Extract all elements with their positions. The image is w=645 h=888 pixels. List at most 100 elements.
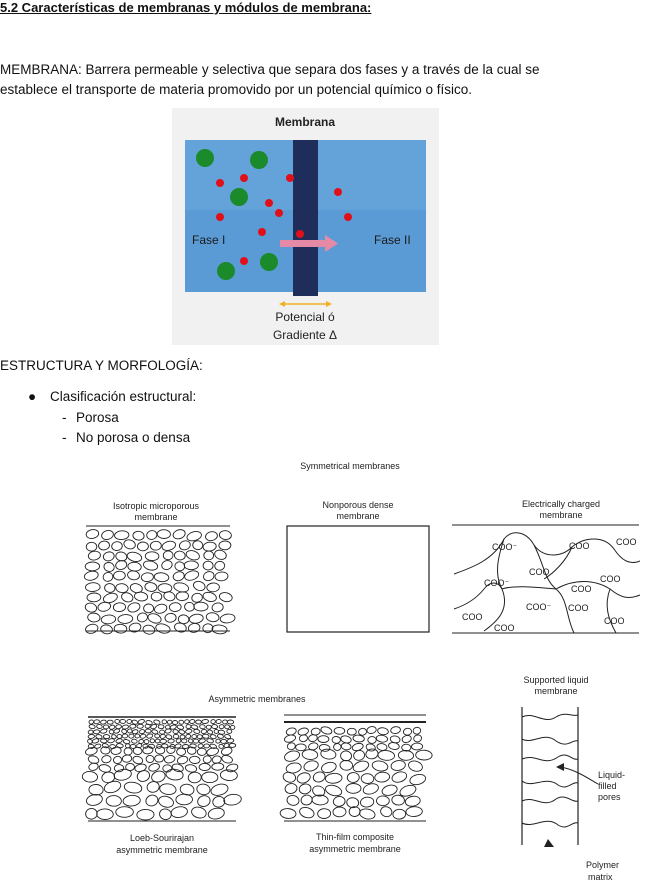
pore [377, 727, 389, 736]
pore [123, 747, 133, 756]
pore [411, 742, 424, 751]
pore [286, 742, 296, 751]
pore [365, 748, 379, 760]
pore [117, 614, 134, 624]
pore [325, 784, 343, 797]
small-particles [216, 174, 352, 265]
pore [159, 783, 177, 796]
membrane-definition: MEMBRANA: Barrera permeable y selectiva … [0, 60, 600, 100]
pore [183, 560, 199, 571]
pore [185, 724, 192, 730]
pore [332, 806, 347, 818]
small-particle [344, 213, 352, 221]
classification-bullet: ●Clasificación estructural: [28, 389, 196, 404]
pore [339, 759, 354, 771]
large-particles [196, 149, 278, 280]
pore [174, 550, 186, 561]
pore [85, 746, 98, 756]
pore [191, 806, 207, 819]
pore [154, 746, 166, 755]
pore [140, 572, 154, 583]
pore [88, 784, 104, 796]
small-particle [265, 199, 273, 207]
pore [299, 806, 315, 819]
pore [333, 743, 342, 751]
supported-label-2: membrane [534, 686, 577, 696]
pore [184, 570, 200, 581]
pore [202, 623, 214, 634]
pore [206, 738, 214, 744]
pore [111, 541, 123, 551]
pore [198, 738, 206, 744]
pore [405, 806, 423, 817]
pore [157, 724, 165, 730]
pore [380, 806, 393, 818]
isotropic-label-1: Isotropic microporous [113, 501, 200, 511]
pore [353, 749, 366, 761]
pore [126, 551, 143, 562]
pore [136, 723, 144, 729]
pore [203, 743, 210, 749]
pore [397, 750, 415, 761]
pore [126, 719, 133, 724]
pore [174, 561, 186, 572]
pore [192, 738, 200, 744]
pore [184, 601, 195, 612]
pore [320, 748, 337, 760]
pore [348, 806, 361, 817]
pore [123, 539, 136, 550]
pore [102, 734, 111, 740]
pore [224, 724, 230, 730]
pore [228, 742, 237, 748]
pore [360, 773, 375, 784]
pore [121, 733, 129, 739]
pore [340, 750, 352, 762]
pore [376, 795, 390, 807]
pore [199, 724, 206, 730]
pore [128, 622, 142, 633]
pore [402, 727, 413, 736]
pore [136, 612, 148, 623]
pore [175, 738, 182, 744]
pore [153, 719, 161, 725]
pore [178, 729, 186, 735]
pore [146, 733, 154, 739]
pore [127, 570, 140, 581]
pore [185, 728, 193, 734]
pore [388, 742, 400, 750]
pore [404, 795, 421, 807]
small-particle [286, 174, 294, 182]
pore [286, 795, 300, 806]
pore [159, 733, 166, 739]
pore [284, 783, 298, 794]
pore [100, 614, 117, 625]
pore [131, 729, 139, 735]
pore [132, 530, 145, 541]
pore [96, 724, 103, 729]
pore [192, 540, 204, 551]
pore [142, 624, 156, 635]
section-heading: 5.2 Características de membranas y módul… [0, 0, 372, 15]
charged-network [453, 532, 641, 634]
pore [98, 540, 110, 551]
pore [219, 613, 236, 624]
pore [154, 754, 165, 763]
pore [85, 529, 100, 539]
pore [172, 529, 186, 540]
pore [107, 738, 115, 744]
pore [346, 727, 357, 736]
large-particle [217, 262, 235, 280]
pore [84, 602, 98, 613]
large-particle [196, 149, 214, 167]
pore [201, 771, 219, 784]
pore [164, 728, 172, 734]
pore [161, 540, 177, 551]
pore [85, 623, 99, 634]
pore [218, 743, 224, 749]
pore [157, 583, 173, 593]
pore [169, 724, 177, 730]
pore [179, 734, 186, 740]
pore [298, 783, 312, 795]
pore [144, 723, 151, 729]
pore [185, 550, 200, 561]
